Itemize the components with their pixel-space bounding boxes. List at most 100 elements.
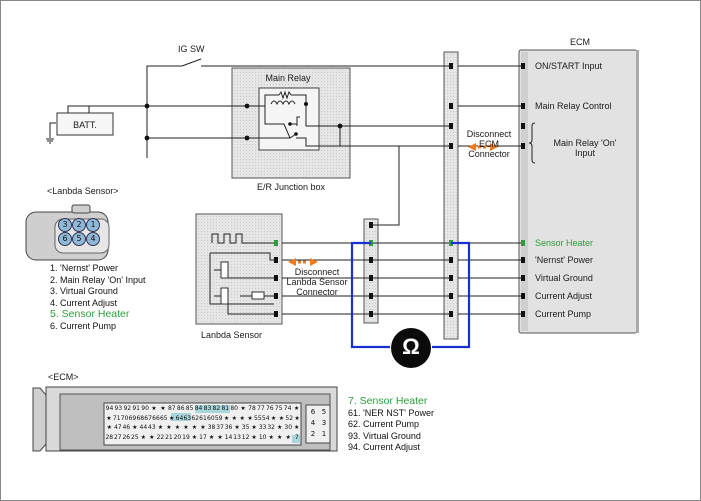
- ecm-connector-pin: 69: [128, 414, 137, 422]
- ecm-connector-pin: ★: [191, 433, 198, 441]
- ecm-connector-pin: 67: [144, 414, 152, 422]
- ecm-connector-pin: 82: [212, 405, 221, 412]
- ecm-connector-pin: ★: [132, 424, 138, 432]
- ecm-connector-pin: 62: [191, 414, 199, 422]
- ecm-connector-pin: ★: [166, 424, 172, 432]
- ecm-module-shadow: [636, 50, 639, 333]
- ecm-connector-pin: 30: [284, 424, 293, 432]
- ecm-connector-pin: ★: [160, 405, 166, 412]
- ecm-connector-pin: ★: [191, 424, 198, 432]
- ecm-connector-pin: ★: [174, 424, 181, 432]
- ecm-connector-small-pin: 2: [310, 430, 316, 438]
- ecm-connector-pin: 54: [261, 414, 270, 422]
- main-relay-label: Main Relay: [265, 73, 311, 83]
- ecm-connector-pin: 32: [267, 424, 275, 432]
- ecm-connector-pin: ★: [276, 424, 283, 432]
- ecm-connector-face: [32, 386, 338, 452]
- ecm-connector-pin: 38: [207, 424, 216, 432]
- ecm-connector-pin: 78: [248, 405, 256, 412]
- ecm-connector-pin: 36: [224, 424, 233, 432]
- ecm-connector-pin: ★: [240, 405, 246, 412]
- ecm-connector-pin: 27: [113, 433, 122, 441]
- ecm-connector-pin: 90: [141, 405, 149, 412]
- ecm-connector-pin: ★: [285, 433, 291, 441]
- ecm-pin-sensor-heater: Sensor Heater: [535, 238, 594, 248]
- ecm-connector-pin: 87: [167, 405, 176, 412]
- ecm-connector-small-pin: 6: [310, 408, 316, 416]
- ecm-connector-small-pin: 5: [321, 408, 327, 416]
- ecm-connector-pin: ★: [157, 424, 164, 432]
- ecm-connector-pin: 52: [285, 414, 294, 422]
- lambda-sensor-label: Lanbda Sensor: [201, 330, 263, 340]
- ecm-connector-pin: 10: [258, 433, 267, 441]
- ecm-connector-pin: 86: [176, 405, 185, 412]
- ecm-connector-pin: 17: [199, 433, 207, 441]
- ohmmeter-lead-right: [432, 241, 471, 349]
- ecm-pin-list: 7. Sensor Heater 61. 'NER NST' Power 62.…: [348, 395, 434, 452]
- ecm-connector-pin: ★: [168, 414, 175, 422]
- ecm-connector-pin: 92: [123, 405, 132, 412]
- ecm-connector-pin: ★: [278, 414, 285, 422]
- orange-arrows: [288, 143, 498, 266]
- lambda-element-2: [220, 287, 229, 305]
- lambda-pin-3: 3: [58, 218, 72, 232]
- ecm-connector-pin: ★: [268, 433, 274, 441]
- ecm-connector-pin: ★: [217, 433, 223, 441]
- lambda-connector-latch: [71, 204, 91, 214]
- ecm-connector-pin: 94: [105, 405, 114, 412]
- ecm-connector-pin: 91: [132, 405, 140, 412]
- ecm-connector-pin: 12: [241, 433, 250, 441]
- ecm-connector-pin: ★: [270, 414, 277, 422]
- lambda-disconnect-connector: [363, 218, 379, 324]
- ecm-connector-pin: 7: [294, 433, 299, 441]
- ecm-connector-pin: 68: [136, 414, 145, 422]
- ecm-connector-pin: 65: [159, 414, 168, 422]
- ecm-connector-pin: ★: [106, 424, 112, 432]
- ohm-symbol: Ω: [402, 334, 420, 359]
- ohmmeter-icon: [391, 328, 431, 368]
- ecm-connector-pin: 83: [203, 405, 212, 412]
- ecm-connector-pin: 93: [114, 405, 123, 412]
- ecm-connector-pin: ★: [223, 414, 230, 422]
- ecm-connector-pin: ★: [276, 433, 283, 441]
- ecm-connector-small-pin: 3: [321, 419, 327, 427]
- lambda-pin-5: 5: [72, 232, 86, 246]
- ecm-connector-pin: 44: [139, 424, 148, 432]
- ecm-pin-virtual-ground: Virtual Ground: [535, 273, 593, 283]
- ecm-connector-pin: 70: [120, 414, 129, 422]
- lambda-pin-list: 1. 'Nernst' Power 2. Main Relay 'On' Inp…: [50, 263, 146, 331]
- ohmmeter-lead-left: [350, 241, 390, 349]
- ecm-connector-pin: 71: [112, 414, 121, 422]
- ecm-connector-pin: 21: [165, 433, 173, 441]
- ecm-connector-pin: 76: [265, 405, 274, 412]
- ecm-connector-pin: 28: [105, 433, 114, 441]
- ecm-connector-pin: ★: [293, 405, 300, 412]
- ecm-connector-pin: ★: [151, 405, 157, 412]
- ecm-connector-pin: 46: [122, 424, 131, 432]
- ecm-connector-small-pin: 4: [310, 419, 316, 427]
- lambda-sensor-pins: [274, 257, 278, 317]
- ecm-connector-pin: 47: [113, 424, 122, 432]
- lambda-pin-1: 1: [86, 218, 100, 232]
- ecm-connector-pin: 33: [258, 424, 267, 432]
- ecm-disconnect-connector: [443, 51, 459, 340]
- ecm-connector-pin: ★: [208, 433, 215, 441]
- ecm-connector-pin: 55: [254, 414, 262, 422]
- ecm-connector-pin: 26: [122, 433, 131, 441]
- ecm-connector-pin: ★: [294, 424, 300, 432]
- ecm-connector-pin: ★: [294, 414, 300, 422]
- ecm-pin-current-pump: Current Pump: [535, 309, 592, 319]
- ecm-connector-pin: ★: [251, 424, 257, 432]
- ecm-pin-main-relay-on: Main Relay 'On'Input: [553, 138, 617, 158]
- junction-dots: [144, 102, 343, 141]
- lambda-pin-2: 2: [72, 218, 86, 232]
- lambda-connector-title: <Lanbda Sensor>: [47, 186, 119, 196]
- ecm-connector-pin: 61: [199, 414, 207, 422]
- battery-label: BATT.: [73, 120, 97, 130]
- ecm-connector-pin: ★: [183, 424, 189, 432]
- ecm-disconnect-pins: [449, 63, 453, 317]
- ecm-connector-pin: 19: [182, 433, 190, 441]
- lambda-sensor-box: [195, 213, 283, 325]
